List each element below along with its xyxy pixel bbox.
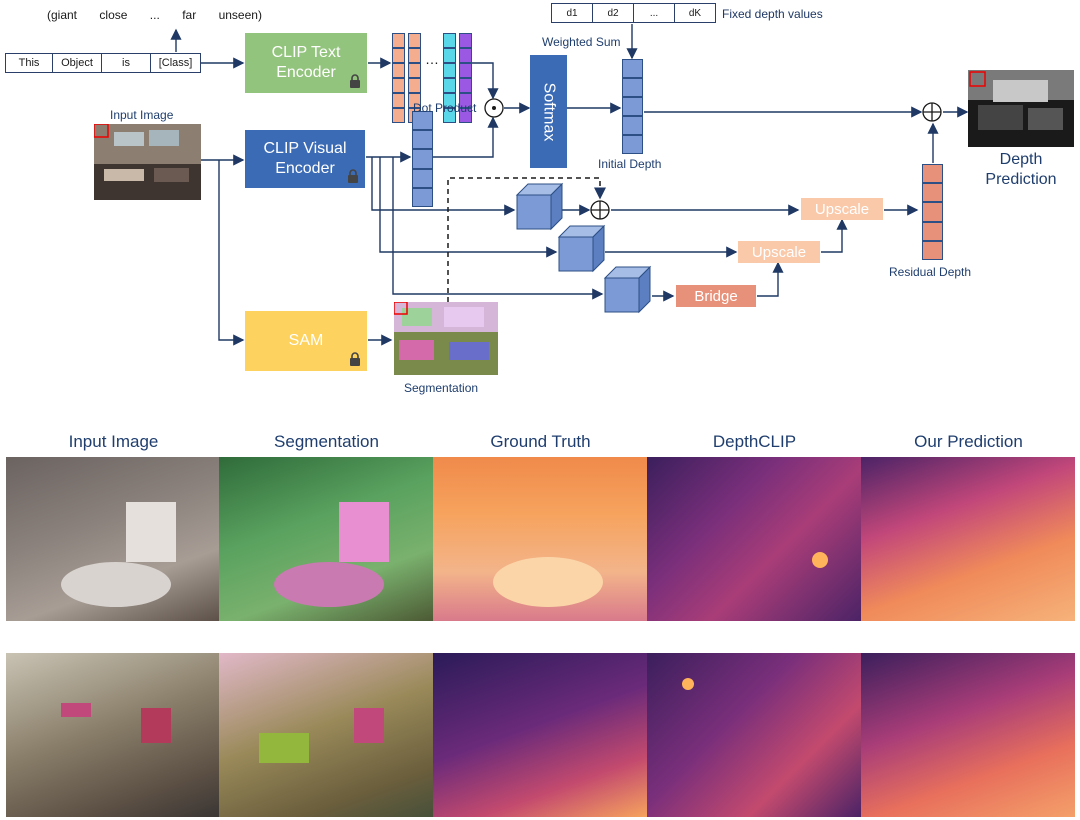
- bridge-box: Bridge: [676, 285, 756, 307]
- dot-product-icon: [484, 98, 504, 118]
- token-box: Object: [52, 53, 102, 73]
- column-title: DepthCLIP: [712, 432, 797, 451]
- result-segmentation: [219, 457, 433, 621]
- feature-cube-3: [603, 265, 652, 314]
- token-box: [Class]: [150, 53, 201, 73]
- column-title: Input Image: [68, 432, 159, 451]
- residual-depth-column: [922, 164, 943, 261]
- input-image-thumbnail: [94, 124, 201, 200]
- token-box: is: [101, 53, 151, 73]
- result-ground-truth: [433, 457, 647, 621]
- class-word: unseen): [218, 8, 262, 22]
- result-depthclip: [647, 653, 861, 817]
- result-depthclip: [647, 457, 861, 621]
- depth-prediction-thumbnail: [968, 70, 1074, 147]
- class-word: far: [182, 8, 197, 22]
- softmax-box: Softmax: [530, 55, 567, 168]
- text-embedding-column: [392, 33, 405, 123]
- weighted-sum-label: Weighted Sum: [542, 35, 621, 49]
- class-word: close: [99, 8, 128, 22]
- initial-depth-column: [622, 59, 643, 154]
- sam-label: SAM: [288, 332, 324, 349]
- class-word: (giant: [47, 8, 78, 22]
- input-image-label: Input Image: [110, 108, 174, 122]
- feature-cube-1: [515, 182, 564, 231]
- feature-cube-2: [557, 224, 606, 273]
- clip-visual-encoder-label: CLIP Visual Encoder: [263, 140, 347, 177]
- column-title: Ground Truth: [490, 432, 591, 451]
- visual-embedding-column: [412, 111, 433, 208]
- add-icon: [922, 102, 942, 122]
- add-icon-2: [590, 200, 610, 220]
- clip-text-encoder-label: CLIP Text Encoder: [271, 44, 341, 81]
- result-our-prediction: [861, 457, 1075, 621]
- lock-icon: [348, 169, 358, 183]
- result-input-image: [6, 457, 220, 621]
- column-title: Our Prediction: [914, 432, 1023, 451]
- upscale-box-1: Upscale: [801, 198, 883, 220]
- clip-visual-encoder: CLIP Visual Encoder: [245, 130, 365, 188]
- sam-box: SAM: [245, 311, 367, 371]
- depth-value-box: d1: [551, 3, 593, 23]
- clip-text-encoder: CLIP Text Encoder: [245, 33, 367, 93]
- result-ground-truth: [433, 653, 647, 817]
- segmentation-label: Segmentation: [404, 381, 479, 395]
- result-segmentation: [219, 653, 433, 817]
- upscale-box-2: Upscale: [738, 241, 820, 263]
- fixed-depth-label: Fixed depth values: [722, 7, 823, 21]
- connector-layer: [170, 24, 969, 346]
- text-embedding-column: [443, 33, 456, 123]
- lock-icon: [350, 352, 360, 366]
- column-title: Segmentation: [274, 432, 379, 451]
- lock-icon: [350, 74, 360, 88]
- result-our-prediction: [861, 653, 1075, 817]
- depth-value-box: dK: [674, 3, 716, 23]
- result-input-image: [6, 653, 220, 817]
- class-list: (giant close ... far unseen): [47, 8, 262, 22]
- token-box: This: [5, 53, 53, 73]
- text-embedding-column: [459, 33, 472, 123]
- segmentation-thumbnail: [394, 302, 498, 375]
- ellipsis: …: [425, 51, 439, 67]
- residual-depth-label: Residual Depth: [889, 265, 972, 279]
- class-word: ...: [149, 8, 160, 22]
- dot-product-label: Dot Product: [413, 101, 477, 115]
- depth-prediction-label: Depth Prediction: [985, 151, 1057, 188]
- initial-depth-label: Initial Depth: [598, 157, 662, 171]
- softmax-label: Softmax: [540, 82, 558, 141]
- text-embedding-column: [408, 33, 421, 123]
- depth-value-box: ...: [633, 3, 675, 23]
- depth-value-box: d2: [592, 3, 634, 23]
